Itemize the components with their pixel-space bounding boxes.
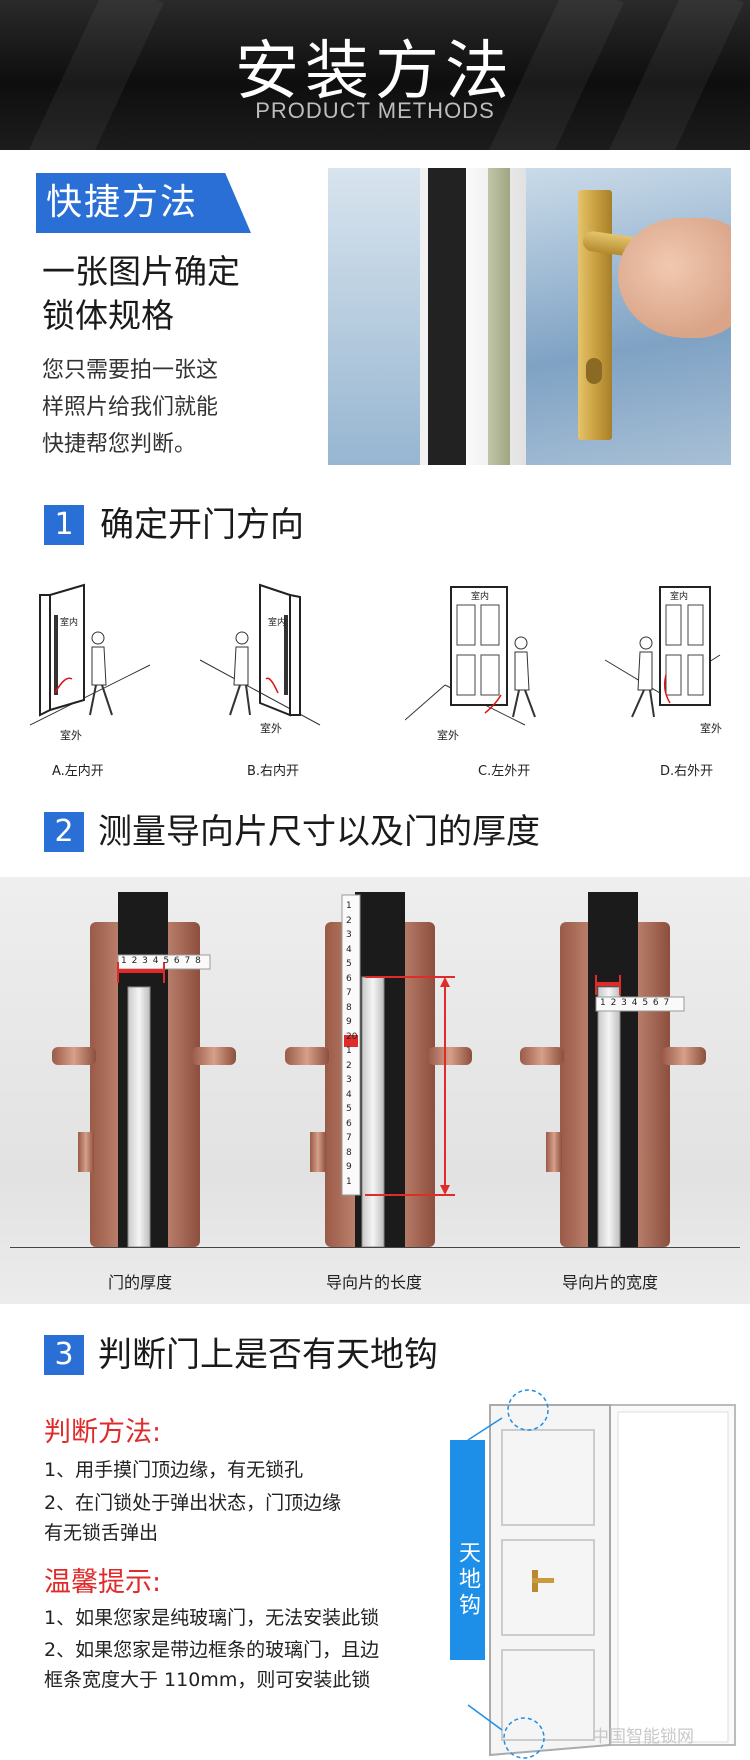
section-title: 判断门上是否有天地钩	[98, 1335, 438, 1375]
watermark-logo: 中国智能锁网	[592, 1727, 694, 1747]
section-title: 确定开门方向	[100, 505, 304, 545]
tip-2-line: 2、如果您家是带边框条的玻璃门，且边	[44, 1639, 380, 1661]
photo-handle-plate	[578, 190, 612, 440]
quick-method-badge: 快捷方法	[36, 173, 251, 233]
indoor-label: 室内	[471, 592, 490, 602]
lock-faceplate-width	[520, 892, 706, 1248]
door-hook-drawing	[467, 1389, 736, 1759]
section-number: 2	[44, 812, 84, 852]
door-drawing	[30, 583, 151, 726]
quick-desc-line: 快捷帮您判断。	[42, 432, 197, 457]
door-caption-a: A.左内开	[52, 764, 104, 779]
judge-step-1: 1、用手摸门顶边缘，有无锁孔	[44, 1459, 304, 1481]
section-number: 3	[44, 1335, 84, 1375]
outdoor-label: 室外	[437, 729, 459, 742]
photo-lock-body	[488, 168, 510, 465]
indoor-label: 室内	[670, 592, 689, 602]
photo-frame	[428, 168, 466, 465]
judge-step-2-line: 2、在门锁处于弹出状态，门顶边缘	[44, 1492, 342, 1514]
quick-method-heading: 一张图片确定 锁体规格	[42, 250, 240, 338]
quick-desc-line: 您只需要拍一张这	[42, 358, 219, 383]
quick-heading-line: 锁体规格	[42, 296, 174, 335]
indoor-label: 室内	[60, 618, 79, 628]
door-caption-d: D.右外开	[660, 764, 714, 779]
outdoor-label: 室外	[700, 722, 722, 735]
door-diagram-b: 室内 室外	[200, 575, 350, 780]
door-diagram-a: 室内 室外	[30, 575, 180, 780]
outdoor-label: 室外	[260, 722, 282, 735]
quick-desc-line: 样照片给我们就能	[42, 395, 219, 420]
indoor-label: 室内	[268, 618, 287, 628]
ruler-small-label: 1 2 3 4 5 6 7	[600, 998, 671, 1008]
lock-door-thickness	[52, 892, 236, 1248]
ruler-vertical-label: 1 2 3 4 5 6 7 8 9 20 1 2 3 4 5 6 7 8 9 1	[346, 901, 358, 1187]
measure-caption-thickness: 门的厚度	[108, 1273, 173, 1292]
photo-lock-cylinder	[586, 358, 602, 384]
page-title: 安装方法	[235, 35, 515, 109]
door-caption-b: B.右内开	[247, 764, 300, 779]
judge-step-2-line: 有无锁舌弹出	[44, 1522, 159, 1544]
door-drawing	[604, 586, 721, 718]
lock-measure-drawing	[52, 892, 706, 1248]
page-subtitle: PRODUCT METHODS	[255, 98, 495, 123]
quick-method-description: 您只需要拍一张这 样照片给我们就能 快捷帮您判断。	[42, 352, 218, 463]
tip-2: 2、如果您家是带边框条的玻璃门，且边 框条宽度大于 110mm，则可安装此锁	[44, 1635, 379, 1695]
outdoor-label: 室外	[60, 729, 82, 742]
judge-step-2: 2、在门锁处于弹出状态，门顶边缘 有无锁舌弹出	[44, 1488, 341, 1548]
judge-method-heading: 判断方法:	[44, 1417, 162, 1448]
ruler-horizontal-label: 1 2 3 4 5 6 7 8	[121, 956, 202, 966]
window-lock-photo	[328, 168, 731, 465]
hook-label: 天地钩	[450, 1440, 485, 1660]
door-diagram-c: 室内 室外	[405, 575, 555, 780]
photo-hand	[618, 218, 731, 338]
door-drawing	[405, 586, 536, 726]
measurement-panel: 1 2 3 4 5 6 7 8 1 2 3 4 5 6 7 8 9 20 1 2…	[0, 877, 750, 1304]
door-with-hook-illustration	[440, 1380, 740, 1760]
door-caption-c: C.左外开	[478, 764, 531, 779]
section-number: 1	[44, 505, 84, 545]
tip-1: 1、如果您家是纯玻璃门，无法安装此锁	[44, 1607, 380, 1629]
photo-glass-left	[328, 168, 428, 465]
door-diagram-d: 室内 室外	[600, 575, 750, 780]
quick-heading-line: 一张图片确定	[42, 252, 240, 291]
section-title: 测量导向片尺寸以及门的厚度	[98, 812, 540, 852]
floor-line	[10, 1247, 740, 1248]
measure-caption-length: 导向片的长度	[326, 1273, 423, 1292]
header-banner: 安装方法 PRODUCT METHODS	[0, 0, 750, 150]
measure-caption-width: 导向片的宽度	[562, 1273, 659, 1292]
tip-2-line: 框条宽度大于 110mm，则可安装此锁	[44, 1669, 371, 1691]
door-drawing	[200, 583, 321, 726]
lock-faceplate-length	[285, 892, 472, 1248]
tip-heading: 温馨提示:	[44, 1567, 162, 1598]
